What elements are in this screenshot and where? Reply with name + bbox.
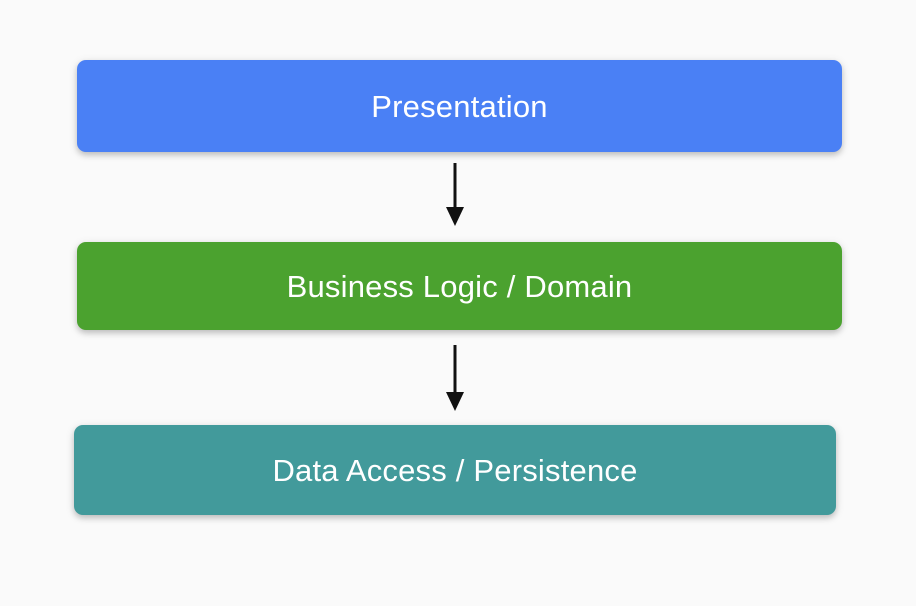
down-arrow-icon	[446, 345, 464, 411]
layer-label-data-access: Data Access / Persistence	[272, 452, 638, 488]
arrow-business-logic-to-data-access	[437, 345, 473, 413]
arrow-presentation-to-business-logic	[437, 163, 473, 227]
layer-label-business-logic: Business Logic / Domain	[286, 268, 633, 304]
layer-box-data-access[interactable]: Data Access / Persistence	[74, 425, 836, 515]
layer-label-presentation: Presentation	[371, 88, 548, 124]
down-arrow-icon	[446, 163, 464, 226]
layer-box-business-logic[interactable]: Business Logic / Domain	[77, 242, 842, 330]
layer-box-presentation[interactable]: Presentation	[77, 60, 842, 152]
